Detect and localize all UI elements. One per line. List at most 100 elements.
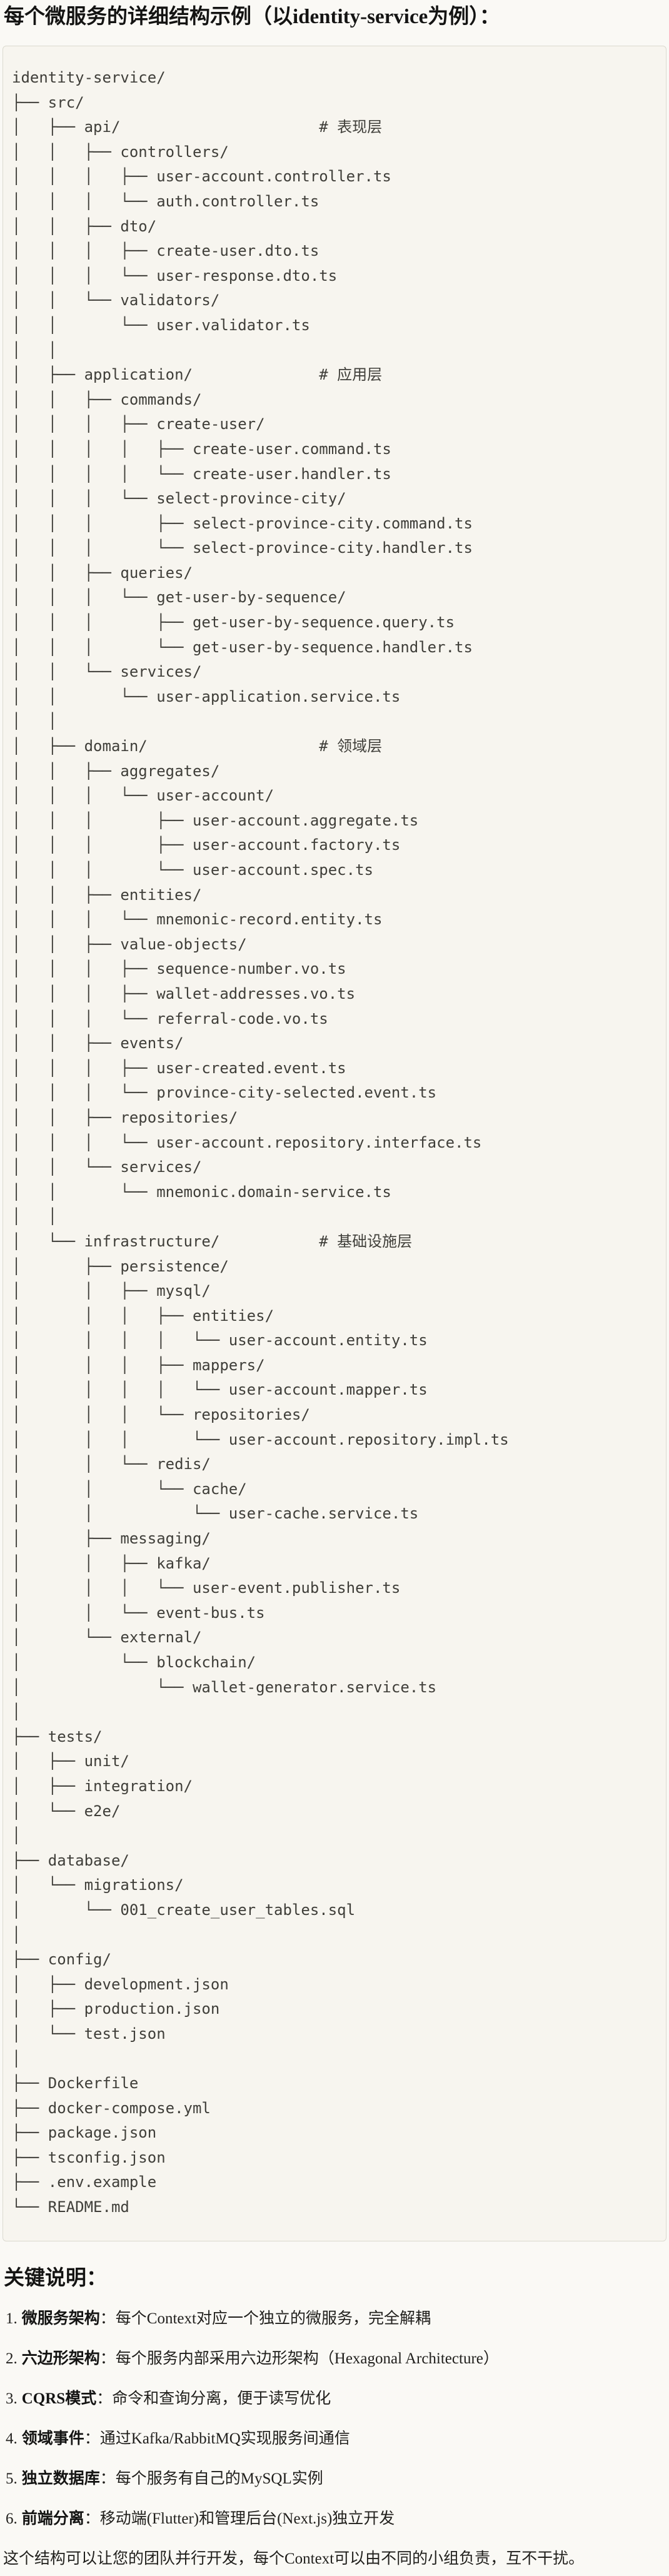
note-term: 前端分离 xyxy=(21,2510,84,2527)
note-item: 2.六边形架构：每个服务内部采用六边形架构（Hexagonal Architec… xyxy=(6,2348,666,2370)
tree-line: └── README.md xyxy=(12,2198,129,2216)
tree-line: │ │ └── user-cache.service.ts xyxy=(12,1505,419,1523)
tree-line: │ │ │ └── referral-code.vo.ts xyxy=(12,1009,328,1028)
tree-line: │ └── blockchain/ xyxy=(12,1654,256,1671)
tree-line: │ │ └── event-bus.ts xyxy=(12,1604,265,1622)
note-description: 每个服务内部采用六边形架构（Hexagonal Architecture） xyxy=(115,2350,499,2367)
tree-line: ├── database/ xyxy=(12,1851,129,1869)
tree-line: │ │ ├── repositories/ xyxy=(12,1108,238,1126)
note-description: 每个Context对应一个独立的微服务，完全解耦 xyxy=(115,2310,431,2327)
tree-line: ├── tests/ xyxy=(12,1727,103,1745)
tree-line: │ └── infrastructure/ # 基础设施层 xyxy=(12,1232,413,1250)
tree-line: │ └── e2e/ xyxy=(12,1802,121,1820)
note-colon: ： xyxy=(96,2390,113,2407)
tree-line: │ │ │ └── user-event.publisher.ts xyxy=(12,1579,401,1597)
tree-line: │ │ │ ├── create-user.dto.ts xyxy=(12,242,319,260)
directory-tree-code-block: identity-service/├── src/│ ├── api/ # 表现… xyxy=(3,46,666,2241)
tree-line: │ │ ├── kafka/ xyxy=(12,1554,211,1572)
note-term: 微服务架构 xyxy=(21,2310,100,2327)
tree-line: │ │ └── redis/ xyxy=(12,1455,211,1473)
note-item: 1.微服务架构：每个Context对应一个独立的微服务，完全解耦 xyxy=(6,2308,666,2330)
tree-line: │ │ xyxy=(12,712,58,730)
tree-line: │ │ └── services/ xyxy=(12,1158,202,1176)
note-colon: ： xyxy=(84,2430,100,2447)
tree-line: │ │ └── cache/ xyxy=(12,1480,247,1498)
tree-line: │ │ │ └── select-province-city/ xyxy=(12,490,346,508)
tree-line: ├── Dockerfile xyxy=(12,2074,139,2093)
tree-line: │ ├── development.json xyxy=(12,1975,229,1993)
tree-line: │ xyxy=(12,1926,21,1944)
tree-line: │ │ │ └── get-user-by-sequence.handler.t… xyxy=(12,638,473,656)
notes-heading: 关键说明： xyxy=(4,2266,107,2290)
tree-line: │ │ │ ├── user-account.controller.ts xyxy=(12,168,391,186)
tree-line: │ │ │ └── user-account.spec.ts xyxy=(12,861,373,879)
note-term: 六边形架构 xyxy=(21,2350,100,2367)
tree-line: │ │ │ ├── select-province-city.command.t… xyxy=(12,514,473,532)
tree-line: ├── package.json xyxy=(12,2124,157,2142)
tree-line: │ │ │ └── user-account.repository.interf… xyxy=(12,1133,482,1151)
note-description: 命令和查询分离，便于读写优化 xyxy=(112,2390,331,2407)
note-colon: ： xyxy=(84,2510,100,2527)
tree-line: │ │ │ ├── create-user/ xyxy=(12,415,265,433)
tree-line: │ │ │ └── user-response.dto.ts xyxy=(12,266,338,285)
note-number: 4. xyxy=(6,2430,18,2447)
tree-line: │ │ │ ├── user-account.aggregate.ts xyxy=(12,811,419,829)
tree-line: │ │ │ └── province-city-selected.event.t… xyxy=(12,1084,437,1102)
tree-line: │ │ │ │ └── user-account.entity.ts xyxy=(12,1331,428,1350)
tree-line: │ xyxy=(12,1827,21,1845)
note-term: 领域事件 xyxy=(21,2430,84,2447)
tree-line: │ │ │ ├── mappers/ xyxy=(12,1356,265,1374)
tree-line: │ │ │ └── get-user-by-sequence/ xyxy=(12,588,346,607)
tree-line: ├── src/ xyxy=(12,93,84,111)
tree-line: │ ├── messaging/ xyxy=(12,1530,211,1548)
tree-line: ├── config/ xyxy=(12,1951,111,1969)
tree-line: │ │ ├── queries/ xyxy=(12,563,193,582)
tree-line: │ │ │ └── repositories/ xyxy=(12,1406,310,1424)
tree-line: │ │ └── validators/ xyxy=(12,291,220,310)
note-item: 3.CQRS模式：命令和查询分离，便于读写优化 xyxy=(6,2388,666,2410)
tree-line: identity-service/ xyxy=(12,69,166,86)
tree-line: │ xyxy=(12,1703,21,1721)
tree-line: │ ├── persistence/ xyxy=(12,1257,229,1275)
tree-line: │ │ └── services/ xyxy=(12,663,202,681)
note-colon: ： xyxy=(99,2310,116,2327)
tree-line: │ │ │ │ └── create-user.handler.ts xyxy=(12,465,391,483)
tree-line: │ └── 001_create_user_tables.sql xyxy=(12,1901,356,1919)
document-page: 每个微服务的详细结构示例（以identity-service为例）： ident… xyxy=(3,4,666,2570)
tree-line: │ ├── production.json xyxy=(12,2000,220,2018)
tree-line: │ │ │ └── select-province-city.handler.t… xyxy=(12,539,473,557)
tree-line: │ │ │ └── user-account/ xyxy=(12,787,274,805)
tree-line: │ │ │ ├── get-user-by-sequence.query.ts xyxy=(12,614,455,632)
note-item: 6.前端分离：移动端(Flutter)和管理后台(Next.js)独立开发 xyxy=(6,2508,666,2530)
closing-paragraph: 这个结构可以让您的团队并行开发，每个Context可以由不同的小组负责，互不干扰… xyxy=(3,2550,585,2567)
note-number: 2. xyxy=(6,2350,18,2367)
tree-line: │ │ ├── dto/ xyxy=(12,217,157,235)
note-term: CQRS模式 xyxy=(21,2390,97,2407)
tree-line: │ ├── application/ # 应用层 xyxy=(12,366,383,384)
tree-line: │ │ ├── mysql/ xyxy=(12,1282,211,1300)
tree-line: │ └── migrations/ xyxy=(12,1876,184,1894)
tree-line: │ xyxy=(12,2049,21,2068)
tree-line: │ ├── integration/ xyxy=(12,1777,193,1795)
tree-line: ├── tsconfig.json xyxy=(12,2148,166,2166)
note-description: 移动端(Flutter)和管理后台(Next.js)独立开发 xyxy=(99,2510,395,2527)
note-description: 每个服务有自己的MySQL实例 xyxy=(115,2470,323,2487)
tree-line: │ │ xyxy=(12,1208,58,1226)
tree-line: │ │ ├── controllers/ xyxy=(12,143,229,161)
note-item: 4.领域事件：通过Kafka/RabbitMQ实现服务间通信 xyxy=(6,2428,666,2450)
note-colon: ： xyxy=(99,2350,116,2367)
tree-line: │ │ │ ├── wallet-addresses.vo.ts xyxy=(12,984,356,1003)
tree-line: │ │ │ └── mnemonic-record.entity.ts xyxy=(12,911,383,929)
tree-line: │ │ │ ├── user-created.event.ts xyxy=(12,1059,346,1077)
tree-line: │ │ └── user-application.service.ts xyxy=(12,687,401,705)
note-item: 5.独立数据库：每个服务有自己的MySQL实例 xyxy=(6,2468,666,2490)
tree-line: │ │ ├── entities/ xyxy=(12,886,202,904)
note-number: 1. xyxy=(6,2310,18,2327)
tree-line: │ │ └── mnemonic.domain-service.ts xyxy=(12,1183,391,1201)
tree-line: │ │ │ │ ├── create-user.command.ts xyxy=(12,440,391,458)
tree-line: ├── .env.example xyxy=(12,2173,157,2191)
tree-line: │ └── test.json xyxy=(12,2024,166,2043)
note-description: 通过Kafka/RabbitMQ实现服务间通信 xyxy=(99,2430,350,2447)
tree-line: │ │ │ ├── entities/ xyxy=(12,1306,274,1325)
